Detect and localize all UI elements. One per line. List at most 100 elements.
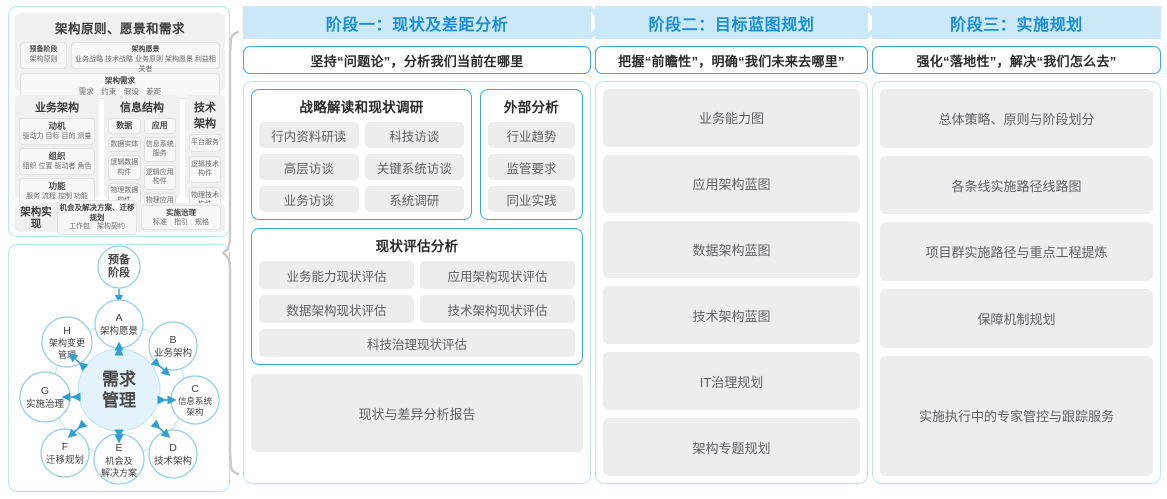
group-strategy-items: 行内资料研读 科技访谈 高层访谈 关键系统访谈 业务访谈 系统调研 [259,122,464,212]
external-chip-2[interactable]: 监管要求 [488,154,575,180]
phase-3-chip-2[interactable]: 各条线实施路径线路图 [880,155,1153,215]
group-current-state-assessment: 现状评估分析 业务能力现状评估 应用架构现状评估 数据架构现状评估 技术架构现状… [251,228,583,365]
app-col-item-2: 逻辑应用构件 [143,164,176,190]
realization-cell-governance-head: 实施治理 [166,208,196,217]
biz-cell-motivation-sub: 驱动力 目标 目的 测量 [22,133,92,140]
app-col-item-1: 信息系统服务 [143,136,176,162]
adm-node-E-label-2: 解决方案 [101,467,137,478]
adm-cycle-svg: 需求 管理 预备 阶段 A 架构愿景 B 业务架构 C 信息系统 架构 [19,245,220,485]
strategy-chip-1[interactable]: 行内资料研读 [259,122,359,148]
adm-node-F-label: 迁移规划 [46,454,84,466]
phase-2-chip-5[interactable]: IT治理规划 [603,352,860,411]
pillar-business-architecture: 业务架构 动机 驱动力 目标 目的 测量 组织 组织 位置 驱动者 角色 功能 … [15,95,99,205]
left-column: 架构原则、愿景和需求 预备阶段 架构原则 架构愿景 业务战略 技术战略 业务原则… [8,6,232,493]
phase-1-body: 战略解读和现状调研 行内资料研读 科技访谈 高层访谈 关键系统访谈 业务访谈 系… [243,81,591,484]
togaf-top-title: 架构原则、愿景和需求 [54,22,185,36]
group-strategy-title: 战略解读和现状调研 [299,100,424,115]
architecture-vision-sub: 业务战略 技术战略 业务原则 架构愿景 利益相关者 [75,56,216,73]
prep-phase-head: 预备阶段 [29,46,58,53]
realization-cell-opportunity: 机会及解决方案、迁移规划 工作包 架构契约 [57,200,137,235]
architecture-realization-block: 架构实现 机会及解决方案、迁移规划 工作包 架构契约 实施治理 标准 指引 规格 [15,200,225,235]
adm-node-B-label: 业务架构 [154,347,192,359]
phase-3-banner: 阶段三：实施规划 [872,6,1161,39]
adm-node-C-label-1: 信息系统 [178,396,213,406]
external-chip-3[interactable]: 同业实践 [488,186,575,212]
strategy-chip-2[interactable]: 科技访谈 [364,122,464,148]
adm-center-line1: 需求 [102,369,136,389]
phase-1-report-chip[interactable]: 现状与差异分析报告 [251,374,583,452]
biz-cell-motivation-head: 动机 [48,121,66,131]
adm-node-C-label-2: 架构 [186,407,203,417]
phase-3-banner-text: 阶段三：实施规划 [950,16,1083,34]
phase-2-chevron-icon [868,6,885,39]
phase-1-top-row: 战略解读和现状调研 行内资料研读 科技访谈 高层访谈 关键系统访谈 业务访谈 系… [251,89,583,220]
phase-3-body: 总体策略、原则与阶段划分 各条线实施路径线路图 项目群实施路径与重点工程提炼 保… [872,81,1161,484]
architecture-realization-label: 架构实现 [20,205,52,230]
phase-3-subtitle: 强化“落地性”，解决“我们怎么去” [872,46,1161,74]
assessment-chip-4[interactable]: 技术架构现状评估 [420,295,575,323]
realization-cell-opportunity-head: 机会及解决方案、迁移规划 [59,203,135,222]
adm-arrow-B [150,357,171,377]
adm-prep-line1: 预备 [108,252,131,266]
phase-3-column: 阶段三：实施规划 强化“落地性”，解决“我们怎么去” 总体策略、原则与阶段划分 … [872,6,1161,484]
external-chip-1[interactable]: 行业趋势 [488,122,575,148]
strategy-chip-6[interactable]: 系统调研 [364,186,464,212]
adm-node-G-label: 实施治理 [26,398,65,410]
architecture-requirement-cell: 架构需求 需求 约束 假设 差距 [20,73,220,99]
strategy-chip-5[interactable]: 业务访谈 [259,186,359,212]
phase-3-chip-3[interactable]: 项目群实施路径与重点工程提炼 [880,222,1153,282]
phase-2-chip-4[interactable]: 技术架构蓝图 [603,286,860,345]
phase-2-banner: 阶段二：目标蓝图规划 [595,6,885,39]
architecture-vision-head: 架构愿景 [131,46,160,53]
phase-1-column: 阶段一：现状及差距分析 坚持“问题论”，分析我们当前在哪里 战略解读和现状调研 … [243,6,608,484]
adm-node-H-label-2: 管理 [58,349,76,360]
group-strategy-research: 战略解读和现状调研 行内资料研读 科技访谈 高层访谈 关键系统访谈 业务访谈 系… [251,89,472,220]
togaf-content-framework: 架构原则、愿景和需求 预备阶段 架构原则 架构愿景 业务战略 技术战略 业务原则… [8,6,230,237]
adm-node-F-key: F [62,441,68,453]
biz-cell-organization-sub: 组织 位置 驱动者 角色 [22,163,92,170]
assessment-chip-1[interactable]: 业务能力现状评估 [259,261,414,289]
phase-2-chip-1[interactable]: 业务能力图 [603,89,860,147]
data-col-item-2: 逻辑数据构件 [108,155,141,180]
prep-phase-sub: 架构原则 [29,56,58,63]
biz-cell-function-head: 功能 [48,181,66,191]
phase-2-chip-2[interactable]: 应用架构蓝图 [603,154,860,213]
group-external-analysis: 外部分析 行业趋势 监管要求 同业实践 [480,89,583,220]
phase-1-banner-text: 阶段一：现状及差距分析 [325,16,509,34]
group-assessment-items: 业务能力现状评估 应用架构现状评估 数据架构现状评估 技术架构现状评估 [259,261,575,323]
strategy-chip-3[interactable]: 高层访谈 [259,154,359,180]
phase-3-chip-1[interactable]: 总体策略、原则与阶段划分 [880,89,1153,148]
assessment-chip-2[interactable]: 应用架构现状评估 [420,261,575,289]
adm-node-A-label: 架构愿景 [100,325,138,337]
architecture-vision-cell: 架构愿景 业务战略 技术战略 业务原则 架构愿景 利益相关者 [71,42,220,73]
pillar-technology-architecture: 技术架构 平台服务 逻辑技术构件 物理技术构件 [185,95,225,214]
phase-2-chip-6[interactable]: 架构专题规划 [603,418,860,476]
adm-node-C-key: C [191,383,199,395]
strategy-chip-4[interactable]: 关键系统访谈 [364,154,464,180]
architecture-requirement-sub: 需求 约束 假设 差距 [78,86,162,96]
biz-cell-organization: 组织 组织 位置 驱动者 角色 [19,148,95,175]
togaf-top-row: 预备阶段 架构原则 架构愿景 业务战略 技术战略 业务原则 架构愿景 利益相关者 [20,42,220,73]
group-external-items: 行业趋势 监管要求 同业实践 [488,122,575,212]
phase-1-chevron-icon [591,6,608,39]
pillar-information-title: 信息结构 [120,102,164,114]
biz-cell-motivation: 动机 驱动力 目标 目的 测量 [19,118,95,145]
pillar-business-title: 业务架构 [35,102,79,114]
phase-2-chip-3[interactable]: 数据架构蓝图 [603,220,860,279]
adm-node-B-key: B [169,334,176,346]
data-col-item-1: 数据实体 [108,136,141,152]
tech-cell-2: 逻辑技术构件 [189,155,221,183]
assessment-chip-3[interactable]: 数据架构现状评估 [259,295,414,323]
adm-node-E-label-1: 机会及 [105,455,132,466]
assessment-chip-5[interactable]: 科技治理现状评估 [259,329,575,357]
phase-3-chip-4[interactable]: 保障机制规划 [880,289,1153,348]
pillar-information-structure: 信息结构 数据 数据实体 逻辑数据构件 物理数据构件 应用 信息系统服务 逻辑应… [104,95,180,218]
adm-center-line2: 管理 [102,390,136,410]
phase-3-chip-5[interactable]: 实施执行中的专家管控与跟踪服务 [880,355,1153,476]
adm-arrow-H [68,352,89,372]
adm-node-D-key: D [169,442,177,454]
group-assessment-title: 现状评估分析 [375,239,459,254]
togaf-adm-cycle: 需求 管理 预备 阶段 A 架构愿景 B 业务架构 C 信息系统 架构 [8,244,230,492]
togaf-pillars: 业务架构 动机 驱动力 目标 目的 测量 组织 组织 位置 驱动者 角色 功能 … [15,95,225,218]
